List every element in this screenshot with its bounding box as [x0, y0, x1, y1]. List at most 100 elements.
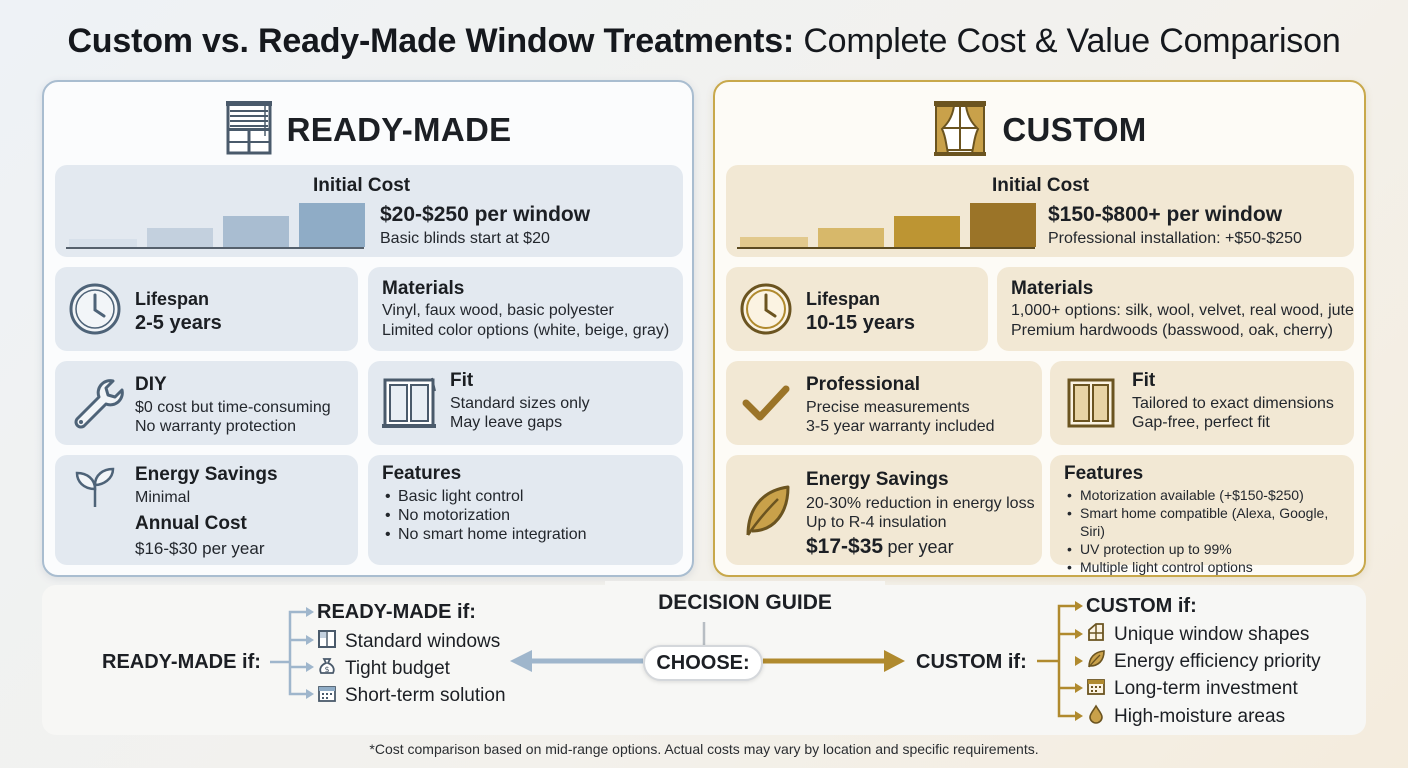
clock-icon: [68, 282, 122, 341]
clock-icon: [739, 282, 793, 341]
cost-bar: [147, 228, 213, 247]
initial-cost-price: $150-$800+ per window: [1048, 203, 1283, 226]
option-label: Unique window shapes: [1114, 624, 1310, 645]
initial-cost-price: $20-$250 per window: [380, 203, 591, 226]
initial-cost-note: Professional installation: +$50-$250: [1048, 230, 1302, 247]
window-frame-icon: [382, 377, 436, 434]
ready-made-initial-cost-card: Initial Cost $20-$250 per window Basic b…: [55, 165, 683, 257]
ready-made-options-title: READY-MADE if:: [317, 601, 476, 623]
cost-baseline: [66, 247, 364, 249]
lifespan-label: Lifespan: [806, 289, 881, 309]
install-line: $0 cost but time-consuming: [135, 399, 331, 416]
materials-line: Vinyl, faux wood, basic polyester: [382, 302, 614, 319]
sprout-icon: [73, 465, 117, 514]
materials-line: Premium hardwoods (basswood, oak, cherry…: [1011, 322, 1333, 339]
annual-cost-value: $16-$30 per year: [135, 539, 265, 558]
install-line: Precise measurements: [806, 399, 970, 416]
calendar-icon: [317, 683, 337, 709]
option-unique-shapes: Unique window shapes: [1086, 622, 1309, 648]
custom-features-card: Features Motorization available (+$150-$…: [1050, 455, 1354, 576]
curtain-icon: [932, 99, 988, 162]
shaped-window-icon: [1086, 622, 1106, 648]
cost-bar: [223, 216, 289, 247]
title-bold: Custom vs. Ready-Made Window Treatments:: [67, 22, 795, 60]
option-label: Tight budget: [345, 658, 450, 679]
fit-line: Tailored to exact dimensions: [1132, 395, 1334, 412]
money-bag-icon: $: [317, 656, 337, 682]
install-line: No warranty protection: [135, 418, 296, 435]
lifespan-label: Lifespan: [135, 289, 210, 309]
annual-cost-unit: per year: [887, 537, 954, 557]
fit-line: Gap-free, perfect fit: [1132, 414, 1270, 431]
ready-made-header: READY-MADE: [44, 100, 692, 161]
custom-initial-cost-card: Initial Cost $150-$800+ per window Profe…: [726, 165, 1354, 257]
cost-bar: [970, 203, 1036, 247]
feature-item: No smart home integration: [384, 525, 587, 544]
option-label: High-moisture areas: [1114, 706, 1286, 727]
ready-made-side-label: READY-MADE if:: [102, 651, 261, 673]
cost-bar: [299, 203, 365, 247]
title-light: Complete Cost & Value Comparison: [803, 22, 1341, 60]
custom-side-label: CUSTOM if:: [916, 651, 1027, 673]
checkmark-icon: [742, 383, 790, 428]
energy-label: Energy Savings: [135, 464, 278, 485]
ready-made-features-card: Features Basic light control No motoriza…: [368, 455, 683, 565]
initial-cost-note: Basic blinds start at $20: [380, 230, 550, 247]
page-title: Custom vs. Ready-Made Window Treatments:…: [0, 22, 1408, 61]
option-tight-budget: $ Tight budget: [317, 656, 450, 682]
install-line: 3-5 year warranty included: [806, 418, 995, 435]
install-label: DIY: [135, 374, 167, 395]
initial-cost-label: Initial Cost: [313, 175, 411, 196]
window-icon: [317, 629, 337, 655]
custom-header: CUSTOM: [715, 100, 1364, 158]
custom-install-card: Professional Precise measurements 3-5 ye…: [726, 361, 1042, 445]
materials-line: 1,000+ options: silk, wool, velvet, real…: [1011, 302, 1354, 319]
feature-item: Smart home compatible (Alexa, Google, Si…: [1066, 504, 1354, 540]
custom-materials-card: Materials 1,000+ options: silk, wool, ve…: [997, 267, 1354, 351]
features-list: Motorization available (+$150-$250) Smar…: [1066, 486, 1354, 576]
option-label: Short-term solution: [345, 685, 506, 706]
feature-item: Basic light control: [384, 487, 587, 506]
fit-line: Standard sizes only: [450, 395, 590, 412]
features-list: Basic light control No motorization No s…: [384, 487, 587, 544]
choose-badge: CHOOSE:: [643, 645, 763, 681]
water-drop-icon: [1086, 704, 1106, 730]
svg-text:$: $: [324, 665, 329, 674]
leaf-icon: [742, 483, 792, 544]
cost-bar: [894, 216, 960, 247]
custom-lifespan-card: Lifespan 10-15 years: [726, 267, 988, 351]
feature-item: UV protection up to 99%: [1066, 540, 1354, 558]
ready-made-lifespan-card: Lifespan 2-5 years: [55, 267, 358, 351]
ready-made-energy-card: Energy Savings Minimal Annual Cost $16-$…: [55, 455, 358, 565]
option-standard-windows: Standard windows: [317, 629, 500, 655]
calendar-icon: [1086, 676, 1106, 702]
option-energy-efficiency: Energy efficiency priority: [1086, 649, 1321, 675]
cost-bar: [818, 228, 884, 247]
install-label: Professional: [806, 374, 921, 395]
option-label: Long-term investment: [1114, 678, 1298, 699]
ready-made-install-card: DIY $0 cost but time-consuming No warran…: [55, 361, 358, 445]
energy-line: 20-30% reduction in energy loss: [806, 495, 1035, 512]
ready-made-materials-card: Materials Vinyl, faux wood, basic polyes…: [368, 267, 683, 351]
cost-baseline: [737, 247, 1035, 249]
custom-fit-card: Fit Tailored to exact dimensions Gap-fre…: [1050, 361, 1354, 445]
annual-cost-value: $17-$35 per year: [806, 535, 954, 559]
option-label: Standard windows: [345, 631, 501, 652]
energy-line: Up to R-4 insulation: [806, 514, 947, 531]
custom-panel: CUSTOM Initial Cost $150-$800+ per windo…: [713, 80, 1366, 577]
materials-label: Materials: [382, 278, 465, 299]
cost-bars: [69, 201, 365, 247]
window-blinds-icon: [225, 100, 273, 161]
energy-label: Energy Savings: [806, 469, 949, 490]
custom-energy-card: Energy Savings 20-30% reduction in energ…: [726, 455, 1042, 565]
feature-item: Motorization available (+$150-$250): [1066, 486, 1354, 504]
option-label: Energy efficiency priority: [1114, 651, 1321, 672]
feature-item: Multiple light control options: [1066, 558, 1354, 576]
ready-made-heading: READY-MADE: [286, 111, 512, 148]
fit-label: Fit: [450, 370, 474, 391]
feature-item: No motorization: [384, 506, 587, 525]
initial-cost-label: Initial Cost: [992, 175, 1090, 196]
features-label: Features: [1064, 463, 1144, 484]
materials-line: Limited color options (white, beige, gra…: [382, 322, 670, 339]
wrench-icon: [69, 375, 125, 436]
